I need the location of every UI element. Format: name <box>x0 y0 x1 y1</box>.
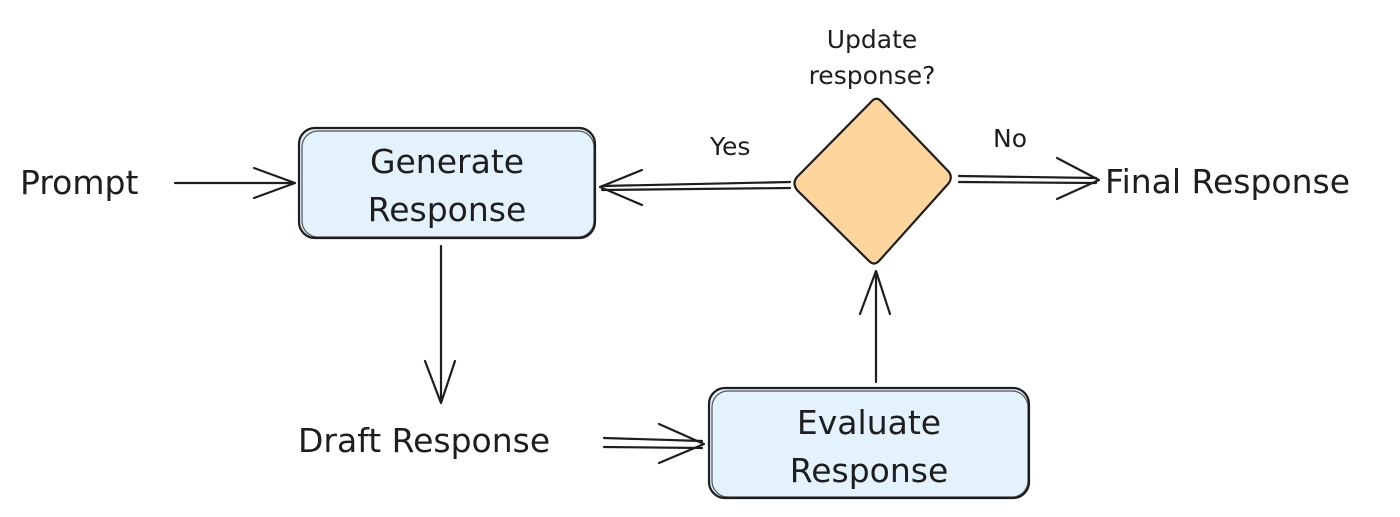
generate-response-line2: Response <box>368 190 527 229</box>
arrow-decision-to-generate <box>598 168 792 207</box>
arrow-generate-to-draft <box>423 244 457 405</box>
generate-response-node[interactable]: Generate Response <box>297 126 597 240</box>
draft-response-label: Draft Response <box>298 421 550 460</box>
no-edge-label: No <box>993 124 1027 153</box>
evaluate-response-line2: Response <box>790 451 949 490</box>
evaluate-response-node[interactable]: Evaluate Response <box>707 386 1031 500</box>
arrow-decision-to-final <box>957 156 1101 201</box>
prompt-label: Prompt <box>20 163 138 202</box>
arrow-draft-to-evaluate <box>602 422 706 465</box>
final-response-label: Final Response <box>1105 162 1350 201</box>
decision-label-line2: response? <box>809 61 936 90</box>
arrow-evaluate-to-decision <box>858 269 892 384</box>
decision-label-line1: Update <box>827 25 918 54</box>
yes-edge-label: Yes <box>709 132 750 161</box>
evaluate-response-line1: Evaluate <box>797 403 941 442</box>
update-decision-node[interactable] <box>793 97 952 265</box>
arrow-prompt-to-generate <box>173 166 297 200</box>
generate-response-line1: Generate <box>370 142 524 181</box>
